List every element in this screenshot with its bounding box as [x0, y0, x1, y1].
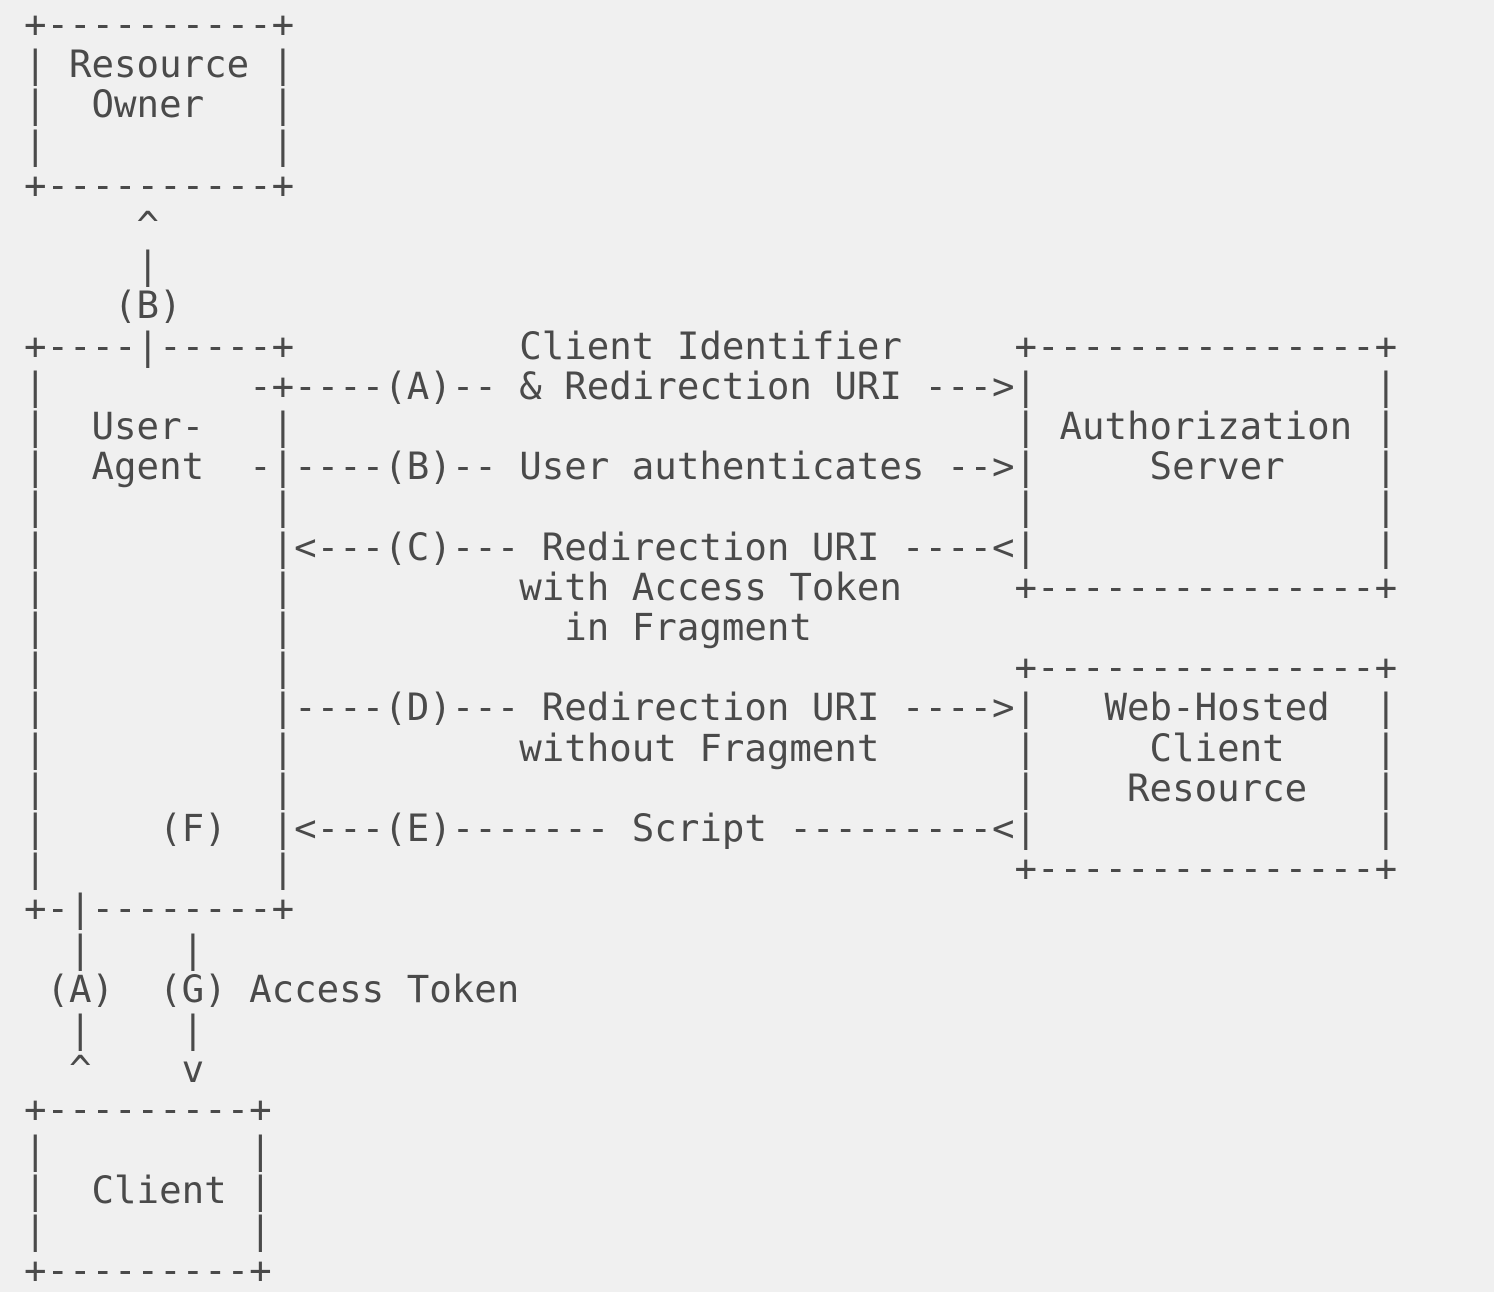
ascii-flow-diagram: +----------+ | Resource | | Owner | | | …: [24, 2, 1398, 1292]
